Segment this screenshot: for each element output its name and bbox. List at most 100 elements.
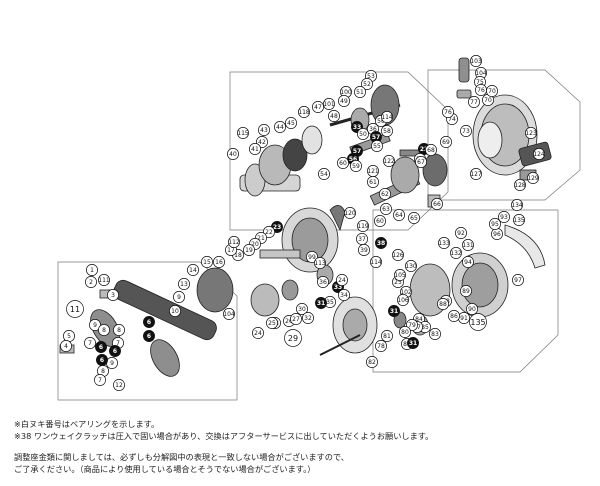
handle-assembly: [59, 267, 234, 377]
part-callout: 57: [370, 131, 382, 143]
callout-circle: [514, 179, 526, 191]
callout-number: 115: [237, 130, 249, 137]
callout-number: 16: [215, 259, 223, 266]
part-callout: 73: [460, 125, 472, 137]
callout-number: 23: [420, 146, 428, 153]
callout-circle: [381, 111, 393, 123]
callout-circle: [258, 124, 270, 136]
callout-number: 58: [383, 128, 391, 135]
callout-circle: [366, 356, 378, 368]
bearing-callout-circle: [95, 341, 107, 353]
callout-number: 82: [403, 341, 411, 348]
part-callout: 40: [227, 148, 239, 160]
callout-circle: [252, 327, 264, 339]
callout-circle: [486, 85, 498, 97]
callout-number: 70: [484, 97, 492, 104]
callout-number: 27: [292, 316, 300, 323]
callout-number: 8: [117, 327, 121, 334]
callout-circle: [470, 168, 482, 180]
part-callout: 128: [514, 179, 526, 191]
part-callout: 43: [258, 124, 270, 136]
callout-circle: [284, 329, 302, 347]
callout-number: 67: [417, 159, 425, 166]
callout-number: 37: [358, 236, 366, 243]
part-callout: 123: [525, 127, 537, 139]
callout-circle: [338, 289, 350, 301]
callout-number: 15: [203, 259, 211, 266]
callout-number: 69: [442, 139, 450, 146]
callout-circle: [357, 128, 369, 140]
part-callout: 12: [113, 379, 125, 391]
callout-circle: [178, 278, 190, 290]
part-callout: 22: [263, 226, 275, 238]
callout-number: 96: [493, 231, 501, 238]
note-gap: [14, 442, 594, 451]
part-callout: 113: [314, 257, 326, 269]
callout-number: 18: [234, 252, 242, 259]
callout-circle: [187, 264, 199, 276]
part-callout: 6: [109, 345, 121, 357]
part-callout: 69: [440, 136, 452, 148]
note-washer-cont: ご了承ください。（商品により使用している場合とそうでない場合がございます。）: [14, 464, 316, 474]
callout-number: 40: [229, 151, 237, 158]
callout-number: 135: [513, 217, 525, 224]
part-callout: 54: [318, 168, 330, 180]
part-callout: 114: [370, 256, 382, 268]
callout-number: 112: [228, 239, 240, 246]
callout-number: 105: [394, 272, 406, 279]
callout-circle: [107, 289, 119, 301]
part-callout: 78: [375, 340, 387, 352]
part-callout: 91: [458, 312, 470, 324]
part-callout: 1: [86, 264, 98, 276]
callout-number: 7: [88, 340, 92, 347]
callout-number: 4: [64, 343, 68, 350]
callout-circle: [371, 140, 383, 152]
part-callout: 131: [462, 239, 474, 251]
callout-number: 84: [415, 316, 423, 323]
part-callout: 90: [466, 303, 478, 315]
callout-number: 95: [491, 221, 499, 228]
callout-circle: [460, 285, 472, 297]
part-callout: 15: [201, 256, 213, 268]
callout-number: 31: [317, 300, 325, 307]
note-bearing: ※白ヌキ番号はベアリングを示します。: [14, 419, 160, 429]
callout-number: 63: [382, 206, 390, 213]
callout-number: 104: [223, 311, 235, 318]
part-callout: 67: [415, 156, 427, 168]
part-callout: 5: [63, 330, 75, 342]
callout-number: 104: [475, 70, 487, 77]
callout-number: 44: [276, 124, 284, 131]
callout-number: 134: [511, 202, 523, 209]
part-callout: 34: [338, 289, 350, 301]
callout-number: 77: [470, 99, 478, 106]
part-callout: 6: [96, 354, 108, 366]
callout-number: 31: [409, 340, 417, 347]
part-callout: 118: [298, 106, 310, 118]
part-callout: 49: [338, 95, 350, 107]
callout-number: 19: [245, 247, 253, 254]
callout-circle: [512, 274, 524, 286]
callout-circle: [437, 298, 449, 310]
part-callout: 36: [317, 276, 329, 288]
top-sideplate: [456, 57, 552, 181]
callout-number: 99: [308, 254, 316, 261]
callout-circle: [431, 198, 443, 210]
callout-number: 124: [533, 151, 545, 158]
callout-number: 106: [397, 297, 409, 304]
callout-circle: [213, 256, 225, 268]
callout-number: 23: [273, 224, 281, 231]
callout-circle: [393, 209, 405, 221]
callout-circle: [438, 237, 450, 249]
callout-number: 21: [257, 235, 265, 242]
callout-circle: [468, 96, 480, 108]
part-callout: 61: [367, 176, 379, 188]
callout-number: 126: [392, 252, 404, 259]
callout-circle: [513, 214, 525, 226]
part-callout: 52: [361, 78, 373, 90]
callout-number: 32: [304, 315, 312, 322]
callout-number: 56: [377, 118, 385, 125]
callout-number: 78: [377, 343, 385, 350]
callout-number: 42: [258, 139, 266, 146]
part-callout: 29: [284, 329, 302, 347]
